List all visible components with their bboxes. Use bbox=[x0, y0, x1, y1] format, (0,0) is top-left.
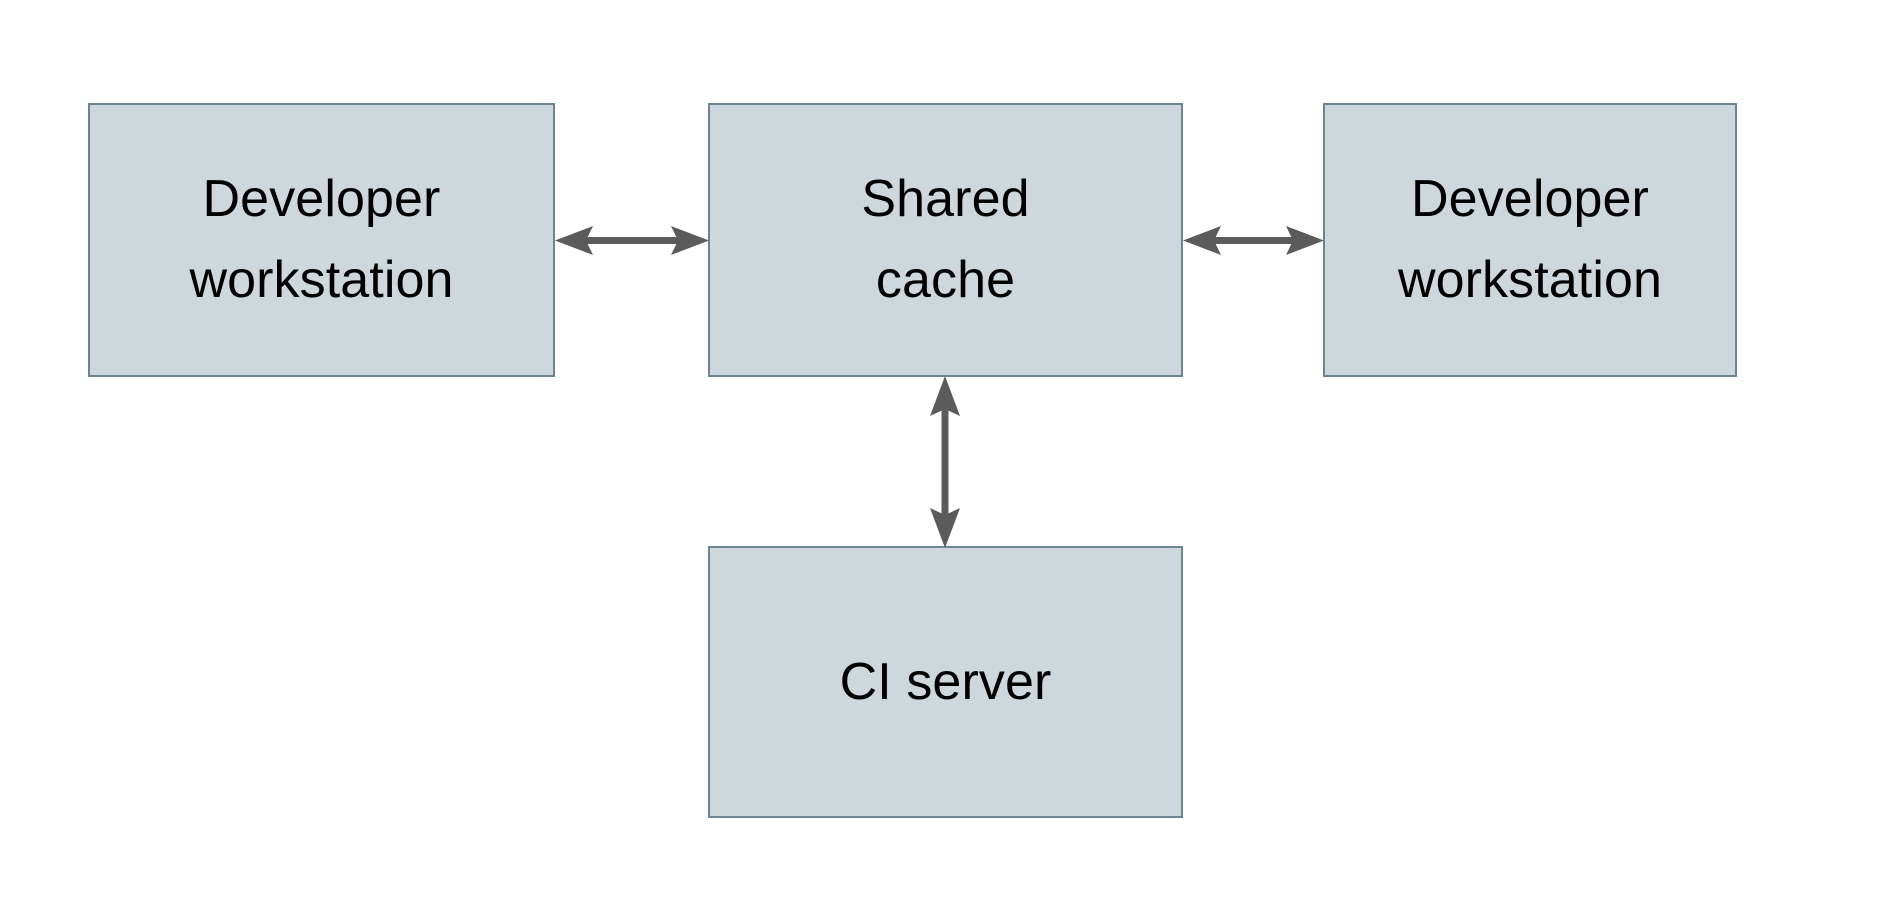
node-label: CI server bbox=[839, 652, 1052, 711]
node-ci-server[interactable]: CI server bbox=[708, 546, 1183, 818]
node-label: Developer workstation bbox=[189, 170, 454, 309]
edge-shared-cache-to-ci-server-bidirectional-arrow[interactable] bbox=[910, 374, 980, 550]
node-developer-workstation-left[interactable]: Developer workstation bbox=[88, 103, 555, 377]
node-label: Developer workstation bbox=[1397, 170, 1663, 309]
node-label: Shared cache bbox=[861, 170, 1030, 309]
edge-shared-cache-to-dev-right-bidirectional-arrow[interactable] bbox=[1181, 206, 1326, 276]
node-shared-cache[interactable]: Shared cache bbox=[708, 103, 1183, 377]
node-developer-workstation-right[interactable]: Developer workstation bbox=[1323, 103, 1737, 377]
edge-dev-left-to-shared-cache-bidirectional-arrow[interactable] bbox=[553, 206, 711, 276]
